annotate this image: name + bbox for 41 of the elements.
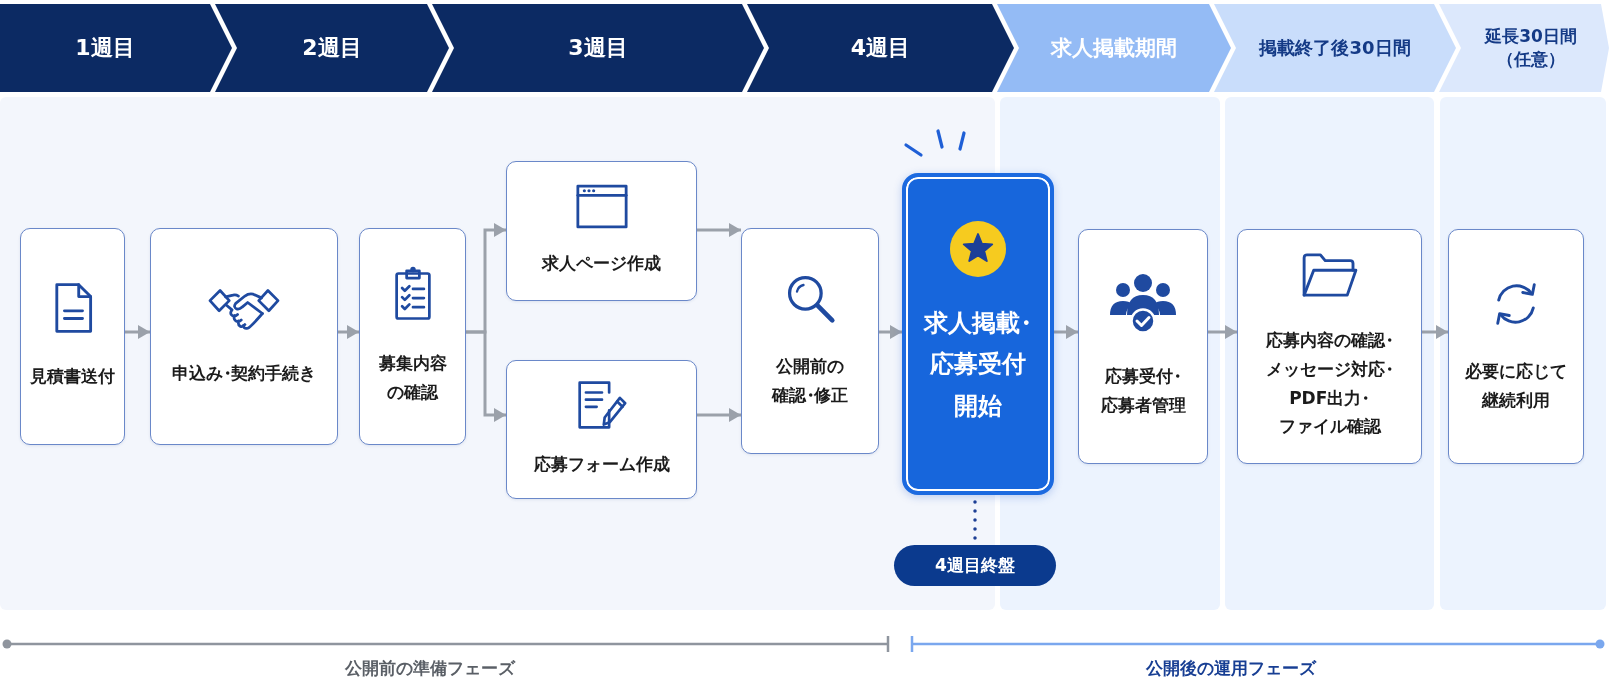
step-card bbox=[150, 228, 338, 445]
phase-label: 公開前の準備フェーズ bbox=[345, 657, 515, 680]
phase-banner bbox=[0, 4, 232, 92]
banner-label: 3週目 bbox=[568, 34, 628, 63]
step-card bbox=[20, 228, 125, 445]
step-label: 申込み・契約手続き bbox=[171, 362, 317, 386]
step-label: 募集内容の確認 bbox=[377, 352, 448, 404]
arrow bbox=[466, 330, 506, 422]
step-label: 求人ページ作成 bbox=[542, 252, 661, 276]
step-card bbox=[506, 161, 697, 301]
step-label: 応募受付・応募者管理 bbox=[1099, 365, 1187, 417]
banner-label: 4週目 bbox=[850, 34, 911, 63]
step-card bbox=[1237, 229, 1422, 464]
banner-label: 求人掲載期間 bbox=[1051, 34, 1177, 62]
step-card bbox=[506, 360, 697, 499]
banner-label: 延長30日間（任意） bbox=[1483, 25, 1578, 71]
arrow bbox=[1422, 325, 1448, 339]
timing-badge bbox=[894, 545, 1056, 586]
step-label: 見積書送付 bbox=[30, 365, 115, 389]
step-card bbox=[1078, 229, 1208, 464]
step-card bbox=[741, 228, 879, 454]
arrow bbox=[125, 325, 150, 339]
arrow bbox=[697, 408, 741, 422]
banner-label: 2週目 bbox=[302, 34, 362, 63]
arrow bbox=[697, 223, 741, 237]
step-label: 求人掲載・応募受付開始 bbox=[922, 308, 1036, 422]
highlight-card bbox=[902, 173, 1054, 495]
step-label: 公開前の確認・修正 bbox=[770, 355, 850, 407]
arrow bbox=[1208, 325, 1237, 339]
banner-label: 掲載終了後30日間 bbox=[1259, 35, 1411, 60]
arrow bbox=[879, 325, 902, 339]
banner-label: 1週目 bbox=[75, 34, 135, 63]
badge-label: 4週目終盤 bbox=[935, 555, 1015, 576]
phase-label: 公開後の運用フェーズ bbox=[1146, 657, 1316, 680]
step-label: 必要に応じて継続利用 bbox=[1464, 359, 1568, 412]
step-label: 応募内容の確認・メッセージ対応・PDF出力・ファイル確認 bbox=[1264, 328, 1399, 439]
step-card bbox=[1448, 229, 1584, 464]
arrow bbox=[338, 325, 359, 339]
arrow bbox=[1054, 325, 1078, 339]
step-label: 応募フォーム作成 bbox=[533, 453, 670, 477]
step-card bbox=[359, 228, 466, 445]
